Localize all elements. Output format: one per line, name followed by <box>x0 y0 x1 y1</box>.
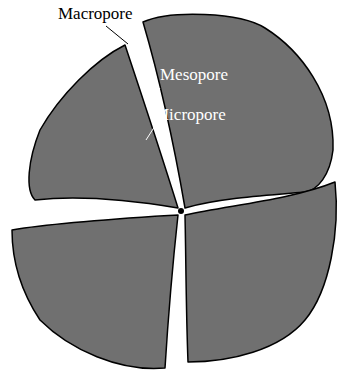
pore-junction <box>178 208 184 214</box>
aggregate-piece <box>143 14 333 208</box>
pore-label: Mesopore <box>160 66 228 85</box>
aggregate-piece <box>12 215 178 368</box>
aggregate-piece <box>29 45 178 208</box>
pore-label: Micropore <box>154 106 226 125</box>
leader-line <box>150 88 160 102</box>
pore-label: Macropore <box>58 5 133 24</box>
aggregate-piece <box>185 182 336 362</box>
leader-line <box>146 126 155 140</box>
leader-line <box>106 26 128 44</box>
